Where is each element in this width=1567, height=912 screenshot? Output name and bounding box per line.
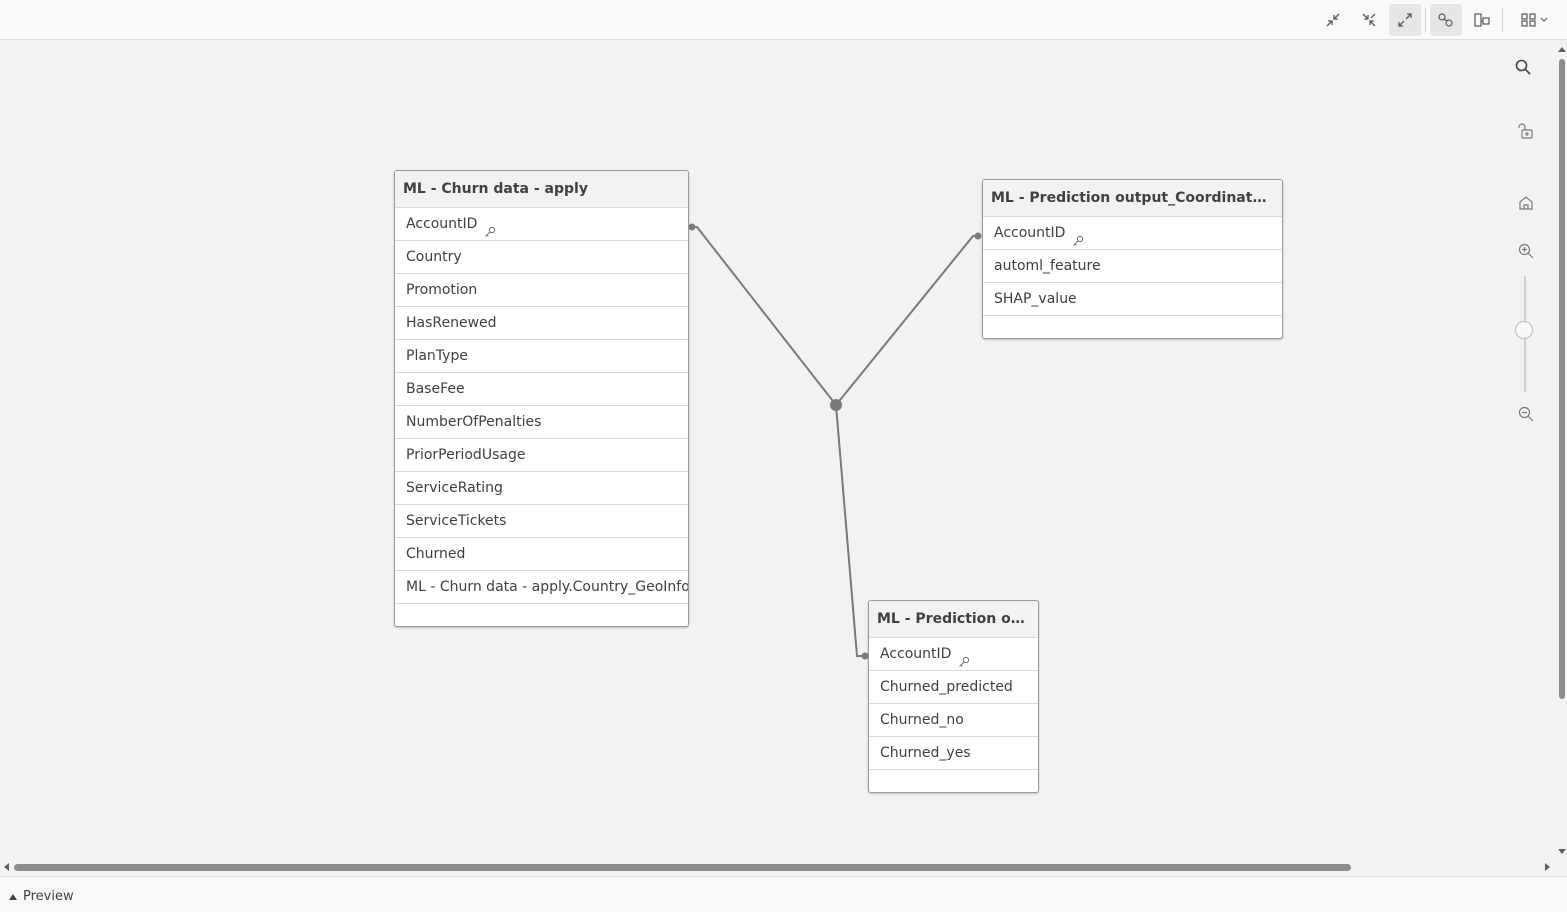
zoom-slider-handle[interactable]: [1515, 321, 1533, 339]
link-churn-apply: [692, 226, 837, 406]
field-name: Churned: [406, 546, 466, 562]
field-name: Promotion: [406, 282, 478, 298]
field-row[interactable]: Churned: [395, 537, 688, 570]
field-row[interactable]: Churned_no: [869, 703, 1038, 736]
field-name: ML - Churn data - apply.Country_GeoInfo: [406, 579, 689, 595]
show-linked-fields-icon[interactable]: [1353, 4, 1385, 36]
field-row[interactable]: AccountID: [983, 216, 1282, 249]
table-footer: [983, 315, 1282, 338]
horizontal-scroll-thumb[interactable]: [14, 864, 1351, 871]
source-table-view-icon[interactable]: [1466, 4, 1498, 36]
scroll-right-icon[interactable]: [1543, 861, 1553, 873]
link-anchor: [861, 652, 869, 660]
field-row[interactable]: ServiceTickets: [395, 504, 688, 537]
field-row[interactable]: AccountID: [395, 207, 688, 240]
link-anchor: [974, 232, 982, 240]
preview-bar: Preview: [0, 876, 1567, 912]
field-name: Churned_yes: [880, 745, 971, 761]
field-row[interactable]: AccountID: [869, 637, 1038, 670]
field-name: SHAP_value: [994, 291, 1077, 307]
field-name: ServiceRating: [406, 480, 503, 496]
field-name: Churned_predicted: [880, 679, 1013, 695]
field-row[interactable]: Country: [395, 240, 688, 273]
layout-grid-icon[interactable]: [1512, 4, 1558, 36]
toolbar-divider: [1425, 8, 1426, 32]
scroll-down-icon[interactable]: [1557, 847, 1567, 857]
field-row[interactable]: SHAP_value: [983, 282, 1282, 315]
field-row[interactable]: Churned_yes: [869, 736, 1038, 769]
association-node: [830, 399, 842, 411]
field-name: PlanType: [406, 348, 468, 364]
link-anchor: [688, 223, 696, 231]
internal-table-view-icon[interactable]: [1430, 4, 1462, 36]
scroll-up-icon[interactable]: [1557, 44, 1567, 54]
key-icon: [484, 218, 496, 237]
field-row[interactable]: ML - Churn data - apply.Country_GeoInfo: [395, 570, 688, 603]
toolbar: [0, 0, 1567, 40]
expand-all-icon[interactable]: [1389, 4, 1421, 36]
unlock-icon[interactable]: [1513, 118, 1539, 144]
table-ml-churn-data-apply[interactable]: ML - Churn data - apply AccountID Countr…: [394, 170, 689, 627]
field-name: BaseFee: [406, 381, 465, 397]
field-row[interactable]: Promotion: [395, 273, 688, 306]
field-name: automl_feature: [994, 258, 1101, 274]
key-icon: [1072, 227, 1084, 246]
table-ml-prediction-output[interactable]: ML - Prediction output AccountID Churned…: [868, 600, 1039, 793]
field-row[interactable]: HasRenewed: [395, 306, 688, 339]
field-row[interactable]: ServiceRating: [395, 471, 688, 504]
toolbar-divider: [1502, 8, 1503, 32]
field-row[interactable]: NumberOfPenalties: [395, 405, 688, 438]
field-name: PriorPeriodUsage: [406, 447, 526, 463]
link-prediction-coordinate: [835, 235, 978, 406]
collapse-all-icon[interactable]: [1317, 4, 1349, 36]
field-row[interactable]: Churned_predicted: [869, 670, 1038, 703]
field-name: AccountID: [406, 216, 478, 232]
home-icon[interactable]: [1513, 190, 1539, 216]
field-name: ServiceTickets: [406, 513, 507, 529]
preview-toggle[interactable]: Preview: [8, 889, 74, 904]
scroll-left-icon[interactable]: [1, 861, 11, 873]
vertical-scroll-thumb[interactable]: [1559, 59, 1565, 699]
field-name: HasRenewed: [406, 315, 497, 331]
field-name: Country: [406, 249, 462, 265]
field-name: NumberOfPenalties: [406, 414, 542, 430]
field-row[interactable]: PriorPeriodUsage: [395, 438, 688, 471]
caret-up-icon: [9, 893, 17, 900]
table-footer: [869, 769, 1038, 792]
field-row[interactable]: automl_feature: [983, 249, 1282, 282]
field-row[interactable]: BaseFee: [395, 372, 688, 405]
field-name: Churned_no: [880, 712, 964, 728]
table-title[interactable]: ML - Prediction output_Coordinate_SH...: [983, 180, 1282, 216]
data-model-canvas[interactable]: ML - Churn data - apply AccountID Countr…: [0, 41, 1557, 861]
table-title[interactable]: ML - Prediction output: [869, 601, 1038, 637]
zoom-out-icon[interactable]: [1513, 401, 1539, 427]
key-icon: [958, 648, 970, 667]
field-name: AccountID: [994, 225, 1066, 241]
preview-label: Preview: [23, 889, 74, 904]
vertical-scrollbar[interactable]: [1557, 41, 1567, 861]
association-links: [688, 223, 982, 660]
field-row[interactable]: PlanType: [395, 339, 688, 372]
zoom-in-icon[interactable]: [1513, 238, 1539, 264]
table-title[interactable]: ML - Churn data - apply: [395, 171, 688, 207]
search-icon[interactable]: [1510, 54, 1536, 80]
horizontal-scrollbar[interactable]: [0, 861, 1557, 873]
table-ml-prediction-output-coordinate[interactable]: ML - Prediction output_Coordinate_SH... …: [982, 179, 1283, 339]
field-name: AccountID: [880, 646, 952, 662]
link-prediction-output: [835, 404, 865, 657]
table-footer: [395, 603, 688, 626]
